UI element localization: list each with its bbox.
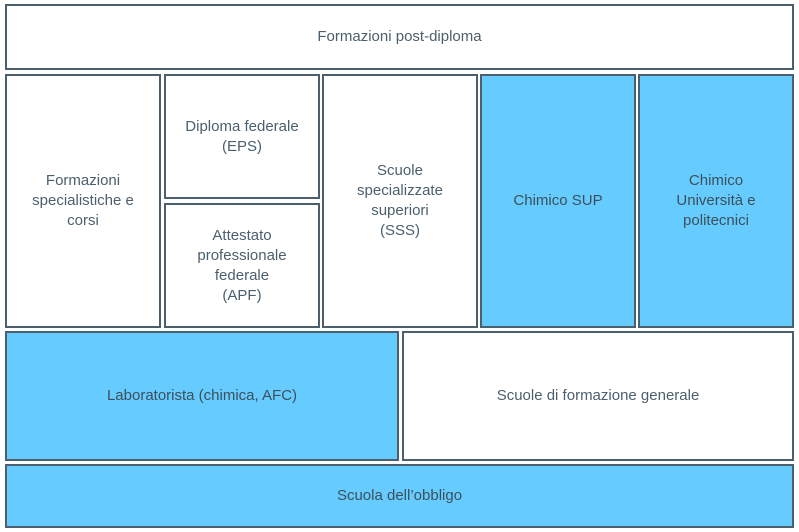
chemist-sup-label: Chimico SUP [513, 192, 603, 209]
compulsory-school-label: Scuola dell’obbligo [336, 487, 463, 504]
post-diploma-label: Formazioni post-diploma [317, 28, 482, 45]
federal-diploma-box: Diploma federale (EPS) [164, 74, 320, 199]
higher-specialized-schools-box: Scuole specializzate superiori (SSS) [322, 74, 478, 328]
federal-diploma-label: Diploma federale (EPS) [185, 117, 299, 155]
post-diploma-box: Formazioni post-diploma [5, 4, 794, 70]
chemist-sup-box: Chimico SUP [480, 74, 636, 328]
lab-technician-label: Laboratorista (chimica, AFC) [106, 387, 298, 404]
compulsory-school-box: Scuola dell’obbligo [5, 464, 794, 528]
lab-technician-box: Laboratorista (chimica, AFC) [5, 331, 399, 461]
chemist-university-label: Chimico Università e politecnici [676, 172, 756, 229]
general-education-schools-box: Scuole di formazione generale [402, 331, 794, 461]
specialist-courses-label: Formazioni specialistiche e corsi [32, 172, 134, 229]
specialist-courses-box: Formazioni specialistiche e corsi [5, 74, 161, 328]
higher-specialized-schools-label: Scuole specializzate superiori (SSS) [357, 162, 443, 239]
federal-certificate-label: Attestato professionale federale (APF) [197, 226, 287, 304]
general-education-schools-label: Scuole di formazione generale [496, 387, 700, 404]
federal-certificate-box: Attestato professionale federale (APF) [164, 203, 320, 328]
chemist-university-box: Chimico Università e politecnici [638, 74, 794, 328]
